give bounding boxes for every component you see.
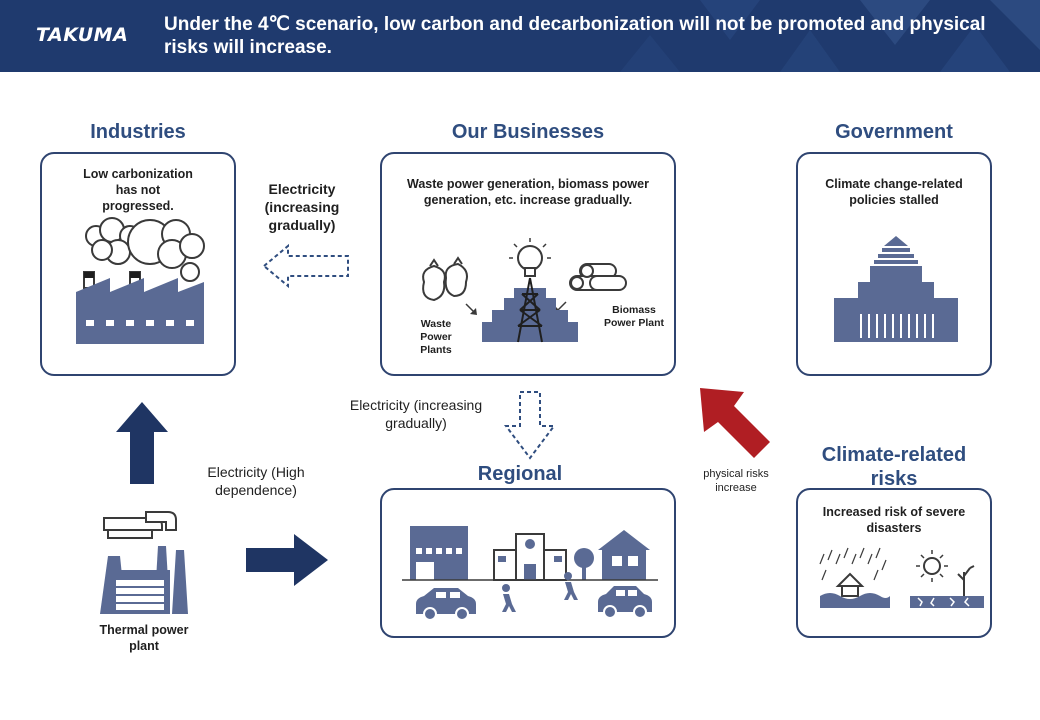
header-pattern	[620, 0, 1040, 72]
industries-text: Low carbonization has not progressed.	[83, 167, 193, 213]
biomass-plant-label: Biomass Power Plant	[603, 304, 665, 329]
community-icon	[402, 526, 658, 621]
disaster-icon	[819, 547, 984, 608]
regional-panel	[380, 488, 676, 638]
businesses-title: Our Businesses	[451, 121, 605, 143]
climate-title: Climate-related risks	[821, 444, 967, 490]
industries-title: Industries	[90, 121, 186, 143]
industries-panel: Low carbonization has not progressed.	[40, 152, 236, 376]
page-title: Under the 4℃ scenario, low carbon and de…	[164, 14, 986, 58]
government-text: Climate change-related policies stalled	[825, 177, 963, 207]
businesses-panel: Waste power generation, biomass power ge…	[380, 152, 676, 376]
electricity-label-regional: Electricity (increasing gradually)	[349, 397, 483, 431]
waste-plant-label: Waste Power Plants	[420, 318, 452, 356]
climate-panel: Increased risk of severe disasters	[796, 488, 992, 638]
government-panel: Climate change-related policies stalled	[796, 152, 992, 376]
factory-icon	[76, 217, 205, 344]
physical-risks-label: physical risks increase	[703, 468, 769, 494]
electricity-label-thermal: Electricity (High dependence)	[207, 464, 305, 498]
government-title: Government	[835, 121, 953, 143]
solid-arrow-up	[116, 402, 168, 484]
power-plant-icon	[422, 238, 627, 343]
electricity-label-industries: Electricity (increasing gradually)	[264, 181, 340, 233]
thermal-plant-label: Thermal power plant	[99, 623, 189, 653]
thermal-power-plant-icon	[100, 511, 188, 614]
climate-text: Increased risk of severe disasters	[822, 505, 966, 535]
government-building-icon	[834, 236, 958, 342]
solid-arrow-right	[246, 534, 328, 586]
risk-arrow	[700, 388, 770, 458]
businesses-text: Waste power generation, biomass power ge…	[407, 177, 649, 207]
dashed-arrow-down	[504, 391, 556, 460]
takuma-logo: TAKUMA	[36, 24, 129, 46]
header-banner: TAKUMA Under the 4℃ scenario, low carbon…	[0, 0, 1040, 72]
dashed-arrow-left	[262, 243, 349, 289]
